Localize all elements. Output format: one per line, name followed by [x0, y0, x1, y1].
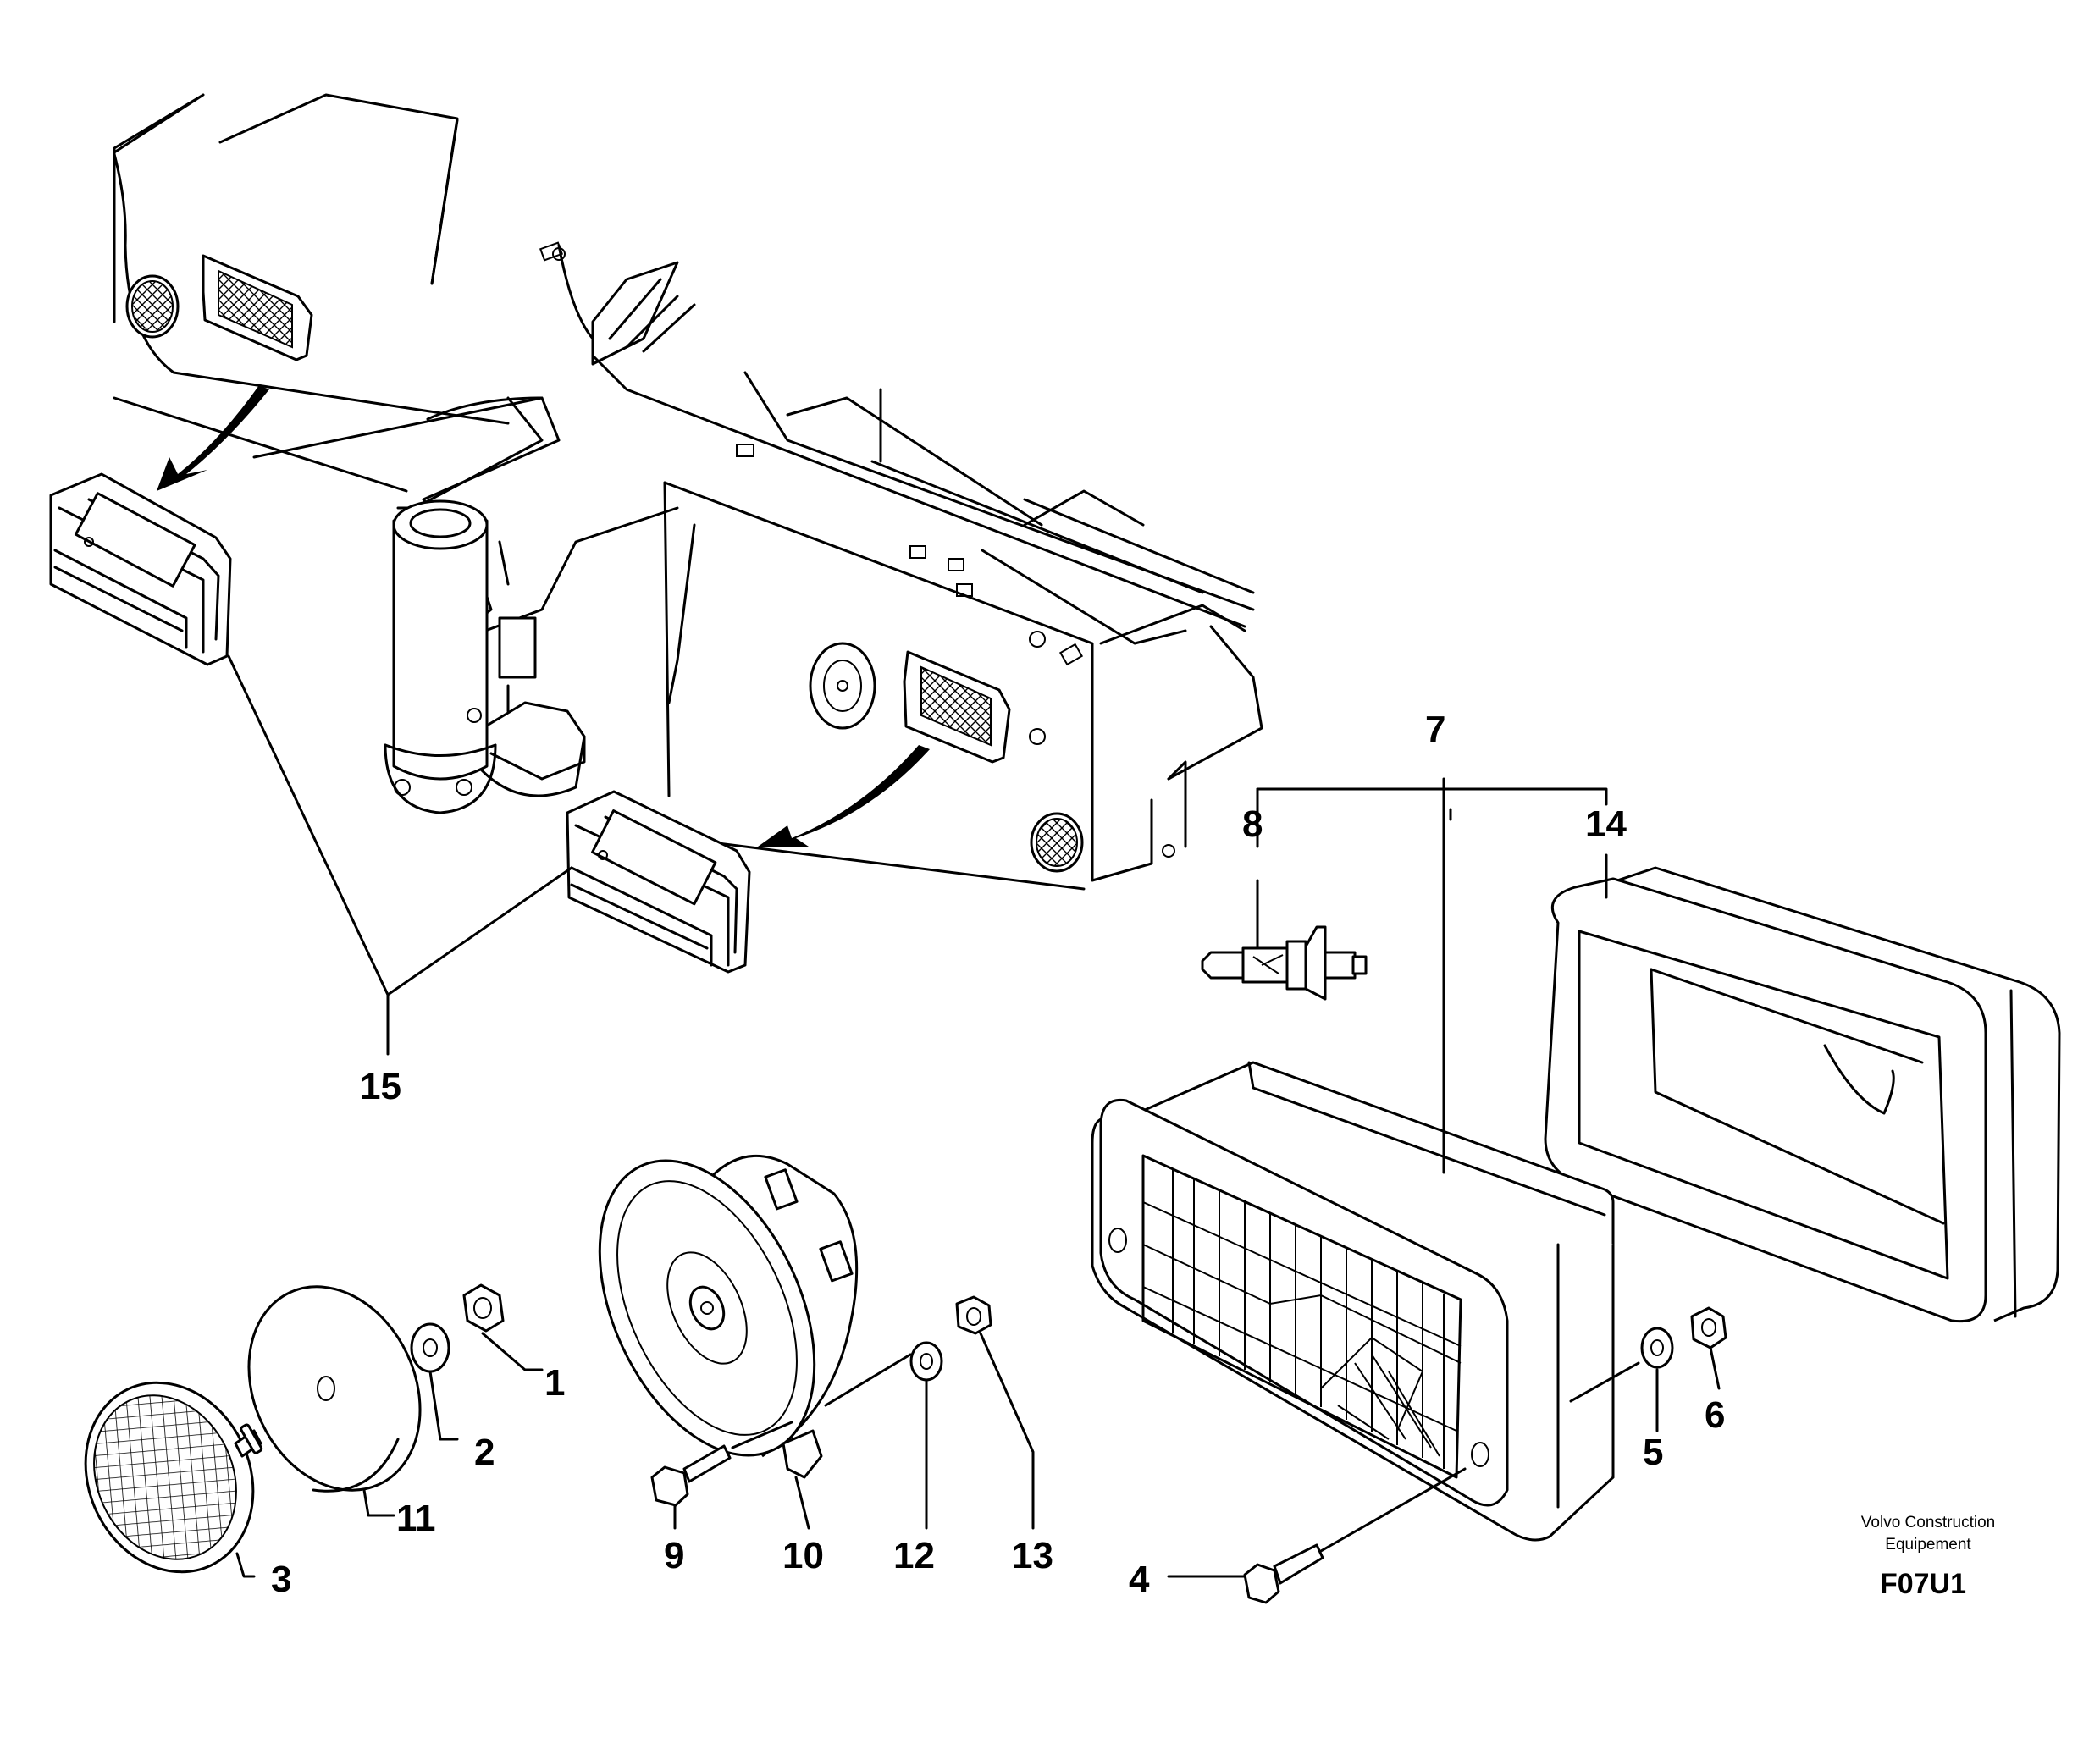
headlamp-housing-14 [1544, 866, 2061, 1323]
nut-1 [462, 1283, 505, 1333]
callout-4: 4 [1129, 1559, 1150, 1600]
credit-block: Volvo Construction Equipement F07U1 [1861, 1514, 1995, 1600]
washer-5 [1640, 1327, 1674, 1369]
callout-9: 9 [664, 1535, 684, 1576]
headlamp-unit-7 [1091, 1061, 1615, 1542]
arrow-lower [758, 745, 930, 847]
callout-8: 8 [1242, 803, 1263, 845]
callout-6: 6 [1705, 1394, 1725, 1436]
credit-line-1: Volvo Construction [1861, 1514, 1995, 1531]
washer-2 [410, 1322, 450, 1373]
bolt-9 [650, 1444, 732, 1507]
frame-headlamp-lower [903, 650, 1011, 764]
callout-2: 2 [474, 1432, 495, 1473]
bulb-8 [1201, 925, 1368, 1001]
lamp-guard-right [566, 790, 751, 974]
frame-headlamp-upper [202, 254, 313, 361]
callout-3: 3 [271, 1559, 291, 1600]
callout-10: 10 [782, 1535, 824, 1576]
machine-frame [113, 93, 1263, 891]
callout-13: 13 [1012, 1535, 1053, 1576]
arrow-upper [157, 385, 269, 491]
callout-7: 7 [1425, 709, 1445, 750]
nut-6 [1690, 1306, 1727, 1349]
frame-horn-mounted [809, 642, 876, 730]
leader-15 [227, 654, 573, 1056]
frame-reflector-lower [1030, 812, 1084, 873]
nut-13 [955, 1295, 992, 1335]
callout-5: 5 [1643, 1432, 1663, 1473]
bolt-4 [1243, 1543, 1324, 1604]
callout-12: 12 [893, 1535, 935, 1576]
lamp-guard-left [49, 472, 232, 666]
frame-reflector-upper [125, 274, 180, 339]
credit-line-2: Equipement [1885, 1536, 1971, 1554]
figure-code: F07U1 [1880, 1568, 1966, 1600]
reflector-3 [84, 1381, 263, 1574]
callout-15: 15 [360, 1066, 401, 1107]
callout-1: 1 [544, 1362, 565, 1404]
reflector-base-11 [247, 1285, 422, 1493]
leader-lines [235, 777, 1721, 1578]
washer-12 [909, 1341, 943, 1382]
callout-14: 14 [1585, 803, 1627, 845]
callout-labels: 1 2 3 4 5 6 7 8 9 10 11 12 13 14 15 [271, 709, 1725, 1600]
callout-11: 11 [396, 1498, 436, 1539]
horn-10 [598, 1154, 859, 1479]
